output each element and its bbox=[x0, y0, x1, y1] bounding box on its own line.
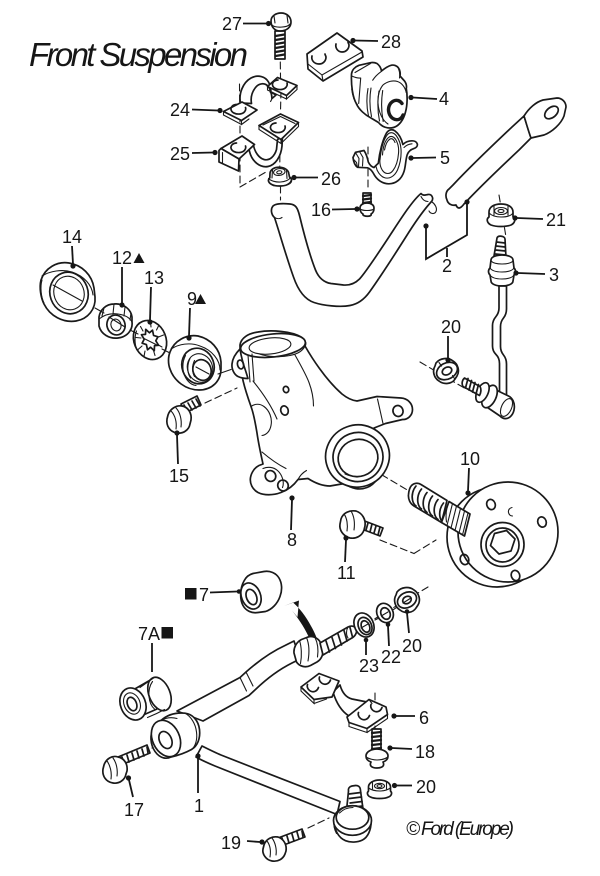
svg-text:9: 9 bbox=[187, 289, 197, 309]
svg-text:1: 1 bbox=[194, 796, 204, 816]
svg-text:27: 27 bbox=[222, 14, 242, 34]
svg-text:20: 20 bbox=[402, 636, 422, 656]
svg-text:2: 2 bbox=[442, 256, 452, 276]
svg-text:Front Suspension: Front Suspension bbox=[29, 36, 248, 73]
svg-text:7A: 7A bbox=[138, 624, 160, 644]
svg-text:17: 17 bbox=[124, 800, 144, 820]
svg-text:5: 5 bbox=[440, 148, 450, 168]
svg-text:7: 7 bbox=[199, 585, 209, 605]
svg-text:3: 3 bbox=[549, 265, 559, 285]
svg-text:24: 24 bbox=[170, 100, 190, 120]
svg-text:12: 12 bbox=[112, 248, 132, 268]
svg-text:28: 28 bbox=[381, 32, 401, 52]
svg-text:15: 15 bbox=[169, 466, 189, 486]
svg-text:11: 11 bbox=[337, 563, 356, 583]
svg-text:20: 20 bbox=[441, 317, 461, 337]
svg-text:8: 8 bbox=[287, 530, 297, 550]
svg-text:13: 13 bbox=[144, 268, 164, 288]
svg-text:© Ford (Europe): © Ford (Europe) bbox=[406, 819, 514, 840]
svg-text:22: 22 bbox=[381, 647, 401, 667]
svg-text:16: 16 bbox=[311, 200, 331, 220]
svg-text:23: 23 bbox=[359, 656, 379, 676]
svg-text:25: 25 bbox=[170, 144, 190, 164]
svg-text:18: 18 bbox=[415, 742, 435, 762]
svg-text:26: 26 bbox=[321, 169, 341, 189]
svg-text:20: 20 bbox=[416, 777, 436, 797]
svg-text:10: 10 bbox=[460, 449, 480, 469]
svg-text:14: 14 bbox=[62, 227, 82, 247]
svg-text:19: 19 bbox=[221, 833, 241, 853]
svg-text:21: 21 bbox=[546, 210, 566, 230]
svg-text:6: 6 bbox=[419, 708, 429, 728]
svg-text:4: 4 bbox=[439, 89, 449, 109]
